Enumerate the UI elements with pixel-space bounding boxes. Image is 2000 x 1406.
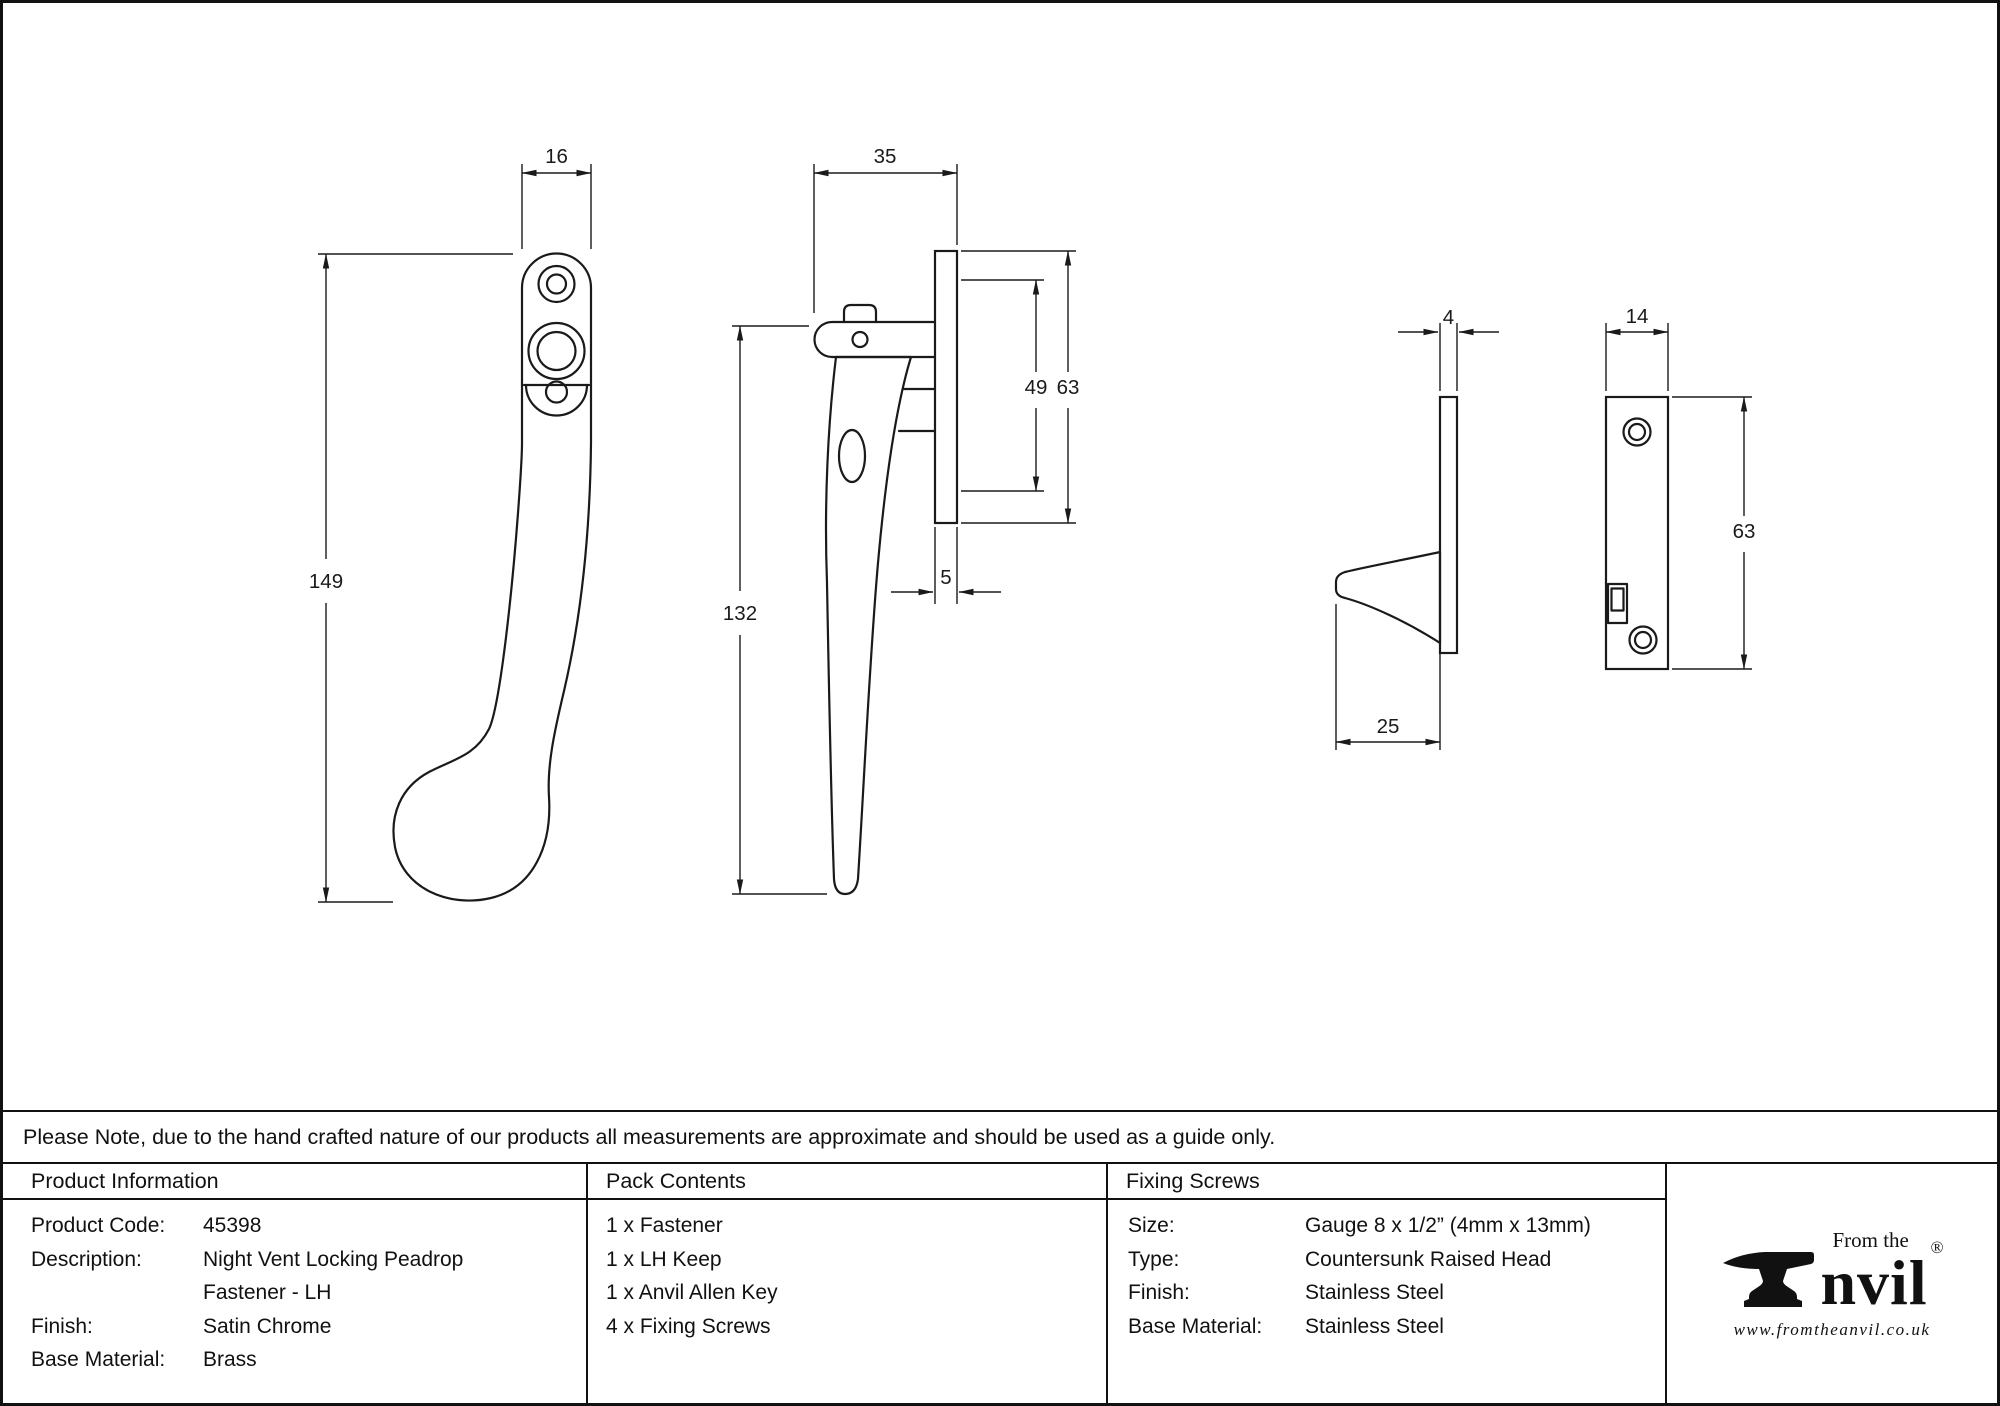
pack-item: 4 x Fixing Screws [606, 1314, 771, 1338]
pivot-housing [813, 320, 937, 359]
spec-row-description-cont: Fastener - LH [31, 1276, 586, 1310]
pack-contents-cell: 1 x Fastener 1 x LH Keep 1 x Anvil Allen… [588, 1200, 1108, 1403]
keep-plate-side [933, 249, 959, 525]
brand-tagline: From the [1832, 1227, 1909, 1252]
keep-wedge [1334, 550, 1442, 645]
lock-barrel-outer [527, 321, 586, 381]
lock-pin [544, 380, 569, 404]
dim-label-63-side: 63 [1057, 376, 1080, 399]
pack-item: 1 x LH Keep [606, 1247, 722, 1271]
brand-logo: nvil ® From the [1720, 1227, 1944, 1318]
spec-value: Stainless Steel [1305, 1281, 1444, 1304]
spec-value: Stainless Steel [1305, 1314, 1444, 1338]
keep-latch-slot [1606, 582, 1629, 625]
dim-label-49: 49 [1025, 376, 1048, 399]
anvil-icon [1723, 1251, 1815, 1307]
locking-knob [842, 303, 878, 324]
keep-latch-slot-inner [1610, 587, 1625, 612]
product-information-header: Product Information [3, 1164, 588, 1200]
product-information-cell: Product Code: 45398 Description: Night V… [3, 1200, 588, 1403]
spec-label: Base Material: [31, 1348, 166, 1371]
pack-item: 1 x Fastener [606, 1214, 723, 1237]
pack-item: 1 x Anvil Allen Key [606, 1281, 778, 1304]
allen-grub-screw [851, 330, 869, 349]
dim-label-25: 25 [1377, 715, 1400, 738]
keep-screw-hole-bottom-outer [1628, 625, 1658, 655]
spec-row-base-material: Base Material: Brass [31, 1343, 586, 1377]
spec-value: Fastener - LH [203, 1281, 332, 1304]
dim-label-35: 35 [874, 145, 897, 168]
dim-keep-front-width: 14 [1605, 305, 1669, 391]
spec-label [31, 1276, 203, 1310]
top-screw-hole-outer [537, 264, 576, 304]
spec-label: Finish: [31, 1314, 93, 1338]
keep-screw-hole-top-outer [1622, 417, 1652, 447]
dim-label-4: 4 [1443, 306, 1454, 329]
spec-table: Product Information Pack Contents Fixing… [3, 1164, 1997, 1403]
pack-contents-header: Pack Contents [588, 1164, 1108, 1200]
spec-row-description: Description: Night Vent Locking Peadrop [31, 1243, 586, 1277]
arm-slot [837, 428, 867, 484]
brand-name-text: nvil [1820, 1246, 1928, 1318]
spec-value: Night Vent Locking Peadrop [203, 1247, 464, 1271]
spec-label: Base Material: [1128, 1314, 1263, 1338]
keep-side-view [1334, 395, 1459, 655]
keep-backplate-side [1438, 395, 1459, 655]
dim-keep-height: 63 [961, 250, 1080, 524]
dim-label-16: 16 [545, 145, 568, 168]
spec-label: Size: [1128, 1214, 1175, 1237]
spec-value: 45398 [203, 1214, 262, 1237]
dim-side-height: 132 [723, 325, 827, 895]
measurement-note: Please Note, due to the hand crafted nat… [3, 1110, 1997, 1164]
spec-value: Countersunk Raised Head [1305, 1247, 1552, 1271]
dim-keep-side-thickness: 4 [1398, 306, 1499, 391]
spec-label: Description: [31, 1247, 142, 1271]
keep-screw-hole-bottom-inner [1633, 630, 1653, 650]
lock-barrel-inner [536, 330, 577, 372]
dim-keep-side-depth: 25 [1335, 604, 1441, 750]
dim-keep-inner-height: 49 [961, 279, 1048, 492]
registered-trademark-symbol: ® [1930, 1237, 1944, 1257]
spec-value: Gauge 8 x 1/2” (4mm x 13mm) [1305, 1214, 1591, 1237]
spec-row-screw-base-material: Base Material: Stainless Steel [1128, 1310, 1665, 1344]
dim-label-63-front: 63 [1733, 520, 1756, 543]
technical-drawing-area: 16 149 [3, 3, 1997, 1110]
spec-label: Type: [1128, 1247, 1180, 1271]
dim-side-width: 35 [813, 145, 958, 313]
spec-label: Product Code: [31, 1214, 166, 1237]
spec-row-size: Size: Gauge 8 x 1/2” (4mm x 13mm) [1128, 1209, 1665, 1243]
brand-website-url: www.fromtheanvil.co.uk [1733, 1319, 1931, 1339]
spec-row-screw-finish: Finish: Stainless Steel [1128, 1276, 1665, 1310]
dim-label-5: 5 [940, 566, 951, 589]
spec-value: Satin Chrome [203, 1314, 332, 1338]
measurement-note-text: Please Note, due to the hand crafted nat… [23, 1124, 1276, 1149]
fixing-screws-cell: Size: Gauge 8 x 1/2” (4mm x 13mm) Type: … [1108, 1200, 1667, 1403]
top-screw-hole-inner [545, 273, 568, 295]
spec-row-product-code: Product Code: 45398 [31, 1209, 586, 1243]
dim-label-132: 132 [723, 602, 757, 625]
dim-label-149: 149 [309, 570, 343, 593]
keep-front-view [1604, 395, 1670, 671]
brand-logo-cell: nvil ® From the www.fromtheanvil.co.uk [1667, 1164, 1997, 1403]
technical-drawing: 16 149 [309, 145, 1756, 903]
spec-label: Finish: [1128, 1281, 1190, 1304]
handle-arm [824, 355, 913, 896]
fixing-screws-header: Fixing Screws [1108, 1164, 1667, 1200]
spec-row-finish: Finish: Satin Chrome [31, 1310, 586, 1344]
dim-label-14: 14 [1626, 305, 1649, 328]
keep-screw-hole-top-inner [1627, 422, 1647, 442]
fastener-side-view [813, 249, 959, 896]
dim-front-width: 16 [521, 145, 592, 249]
dim-plate-thickness: 5 [891, 527, 1001, 604]
dim-front-height: 149 [309, 253, 513, 903]
fastener-front-view [392, 252, 593, 902]
dim-keep-front-height: 63 [1672, 396, 1756, 670]
spec-row-type: Type: Countersunk Raised Head [1128, 1243, 1665, 1277]
spec-value: Brass [203, 1348, 257, 1371]
